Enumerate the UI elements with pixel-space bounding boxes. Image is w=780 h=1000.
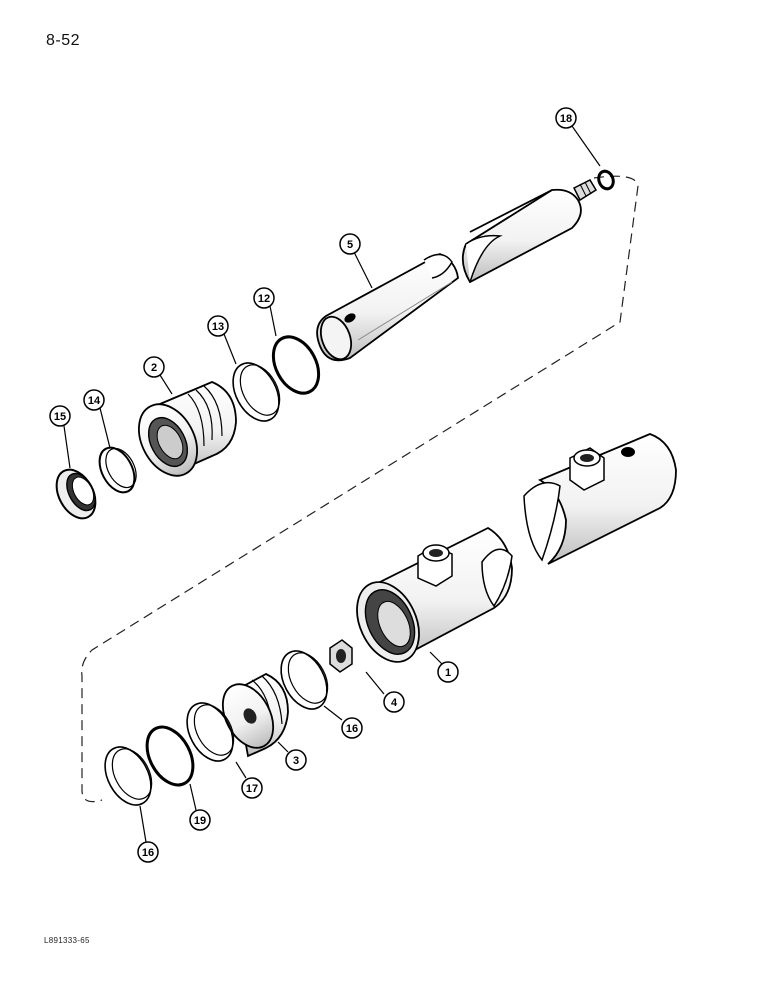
- callout-14: 14: [83, 389, 105, 411]
- svg-text:16: 16: [346, 723, 358, 735]
- part-5-piston-rod: [316, 179, 598, 362]
- callout-5: 5: [339, 233, 361, 255]
- part-16-o-ring-upper: [280, 650, 329, 710]
- callout-12: 12: [253, 287, 275, 309]
- leader-lines: [63, 125, 601, 843]
- callout-2: 2: [143, 356, 165, 378]
- part-15-wiper: [55, 468, 97, 520]
- callout-3: 3: [285, 749, 307, 771]
- part-19-o-ring: [145, 725, 195, 787]
- svg-text:17: 17: [246, 783, 258, 795]
- svg-text:2: 2: [151, 362, 157, 374]
- part-14-seal: [98, 446, 137, 494]
- assembly-dashed-line: [81, 175, 639, 803]
- part-1-barrel-front: [356, 526, 513, 663]
- page-number: 8-52: [46, 32, 81, 49]
- callout-18: 18: [555, 107, 577, 129]
- figure-code: L891333-65: [44, 936, 90, 945]
- svg-text:12: 12: [258, 293, 270, 305]
- svg-text:1: 1: [445, 667, 451, 679]
- part-18-o-ring: [597, 169, 615, 191]
- svg-text:18: 18: [560, 113, 572, 125]
- part-2-gland: [138, 381, 237, 477]
- callout-19: 19: [189, 809, 211, 831]
- callout-4: 4: [383, 691, 405, 713]
- svg-text:19: 19: [194, 815, 206, 827]
- svg-text:14: 14: [88, 395, 101, 407]
- callout-13: 13: [207, 315, 229, 337]
- svg-text:4: 4: [391, 697, 398, 709]
- part-13-backup-ring: [232, 362, 281, 422]
- svg-text:15: 15: [54, 411, 66, 423]
- svg-text:5: 5: [347, 239, 353, 251]
- svg-text:16: 16: [142, 847, 154, 859]
- callout-1: 1: [437, 661, 459, 683]
- svg-text:3: 3: [293, 755, 299, 767]
- part-17-backup-ring: [186, 702, 235, 762]
- part-3-piston: [221, 672, 289, 758]
- svg-text:13: 13: [212, 321, 224, 333]
- part-16-o-ring-lower: [104, 746, 153, 806]
- part-12-o-ring: [271, 335, 321, 395]
- part-1-barrel-rear: [523, 433, 677, 565]
- callout-16-upper: 16: [341, 717, 363, 739]
- callout-17: 17: [241, 777, 263, 799]
- callout-15: 15: [49, 405, 71, 427]
- part-4-nut: [329, 639, 353, 673]
- callout-16-lower: 16: [137, 841, 159, 863]
